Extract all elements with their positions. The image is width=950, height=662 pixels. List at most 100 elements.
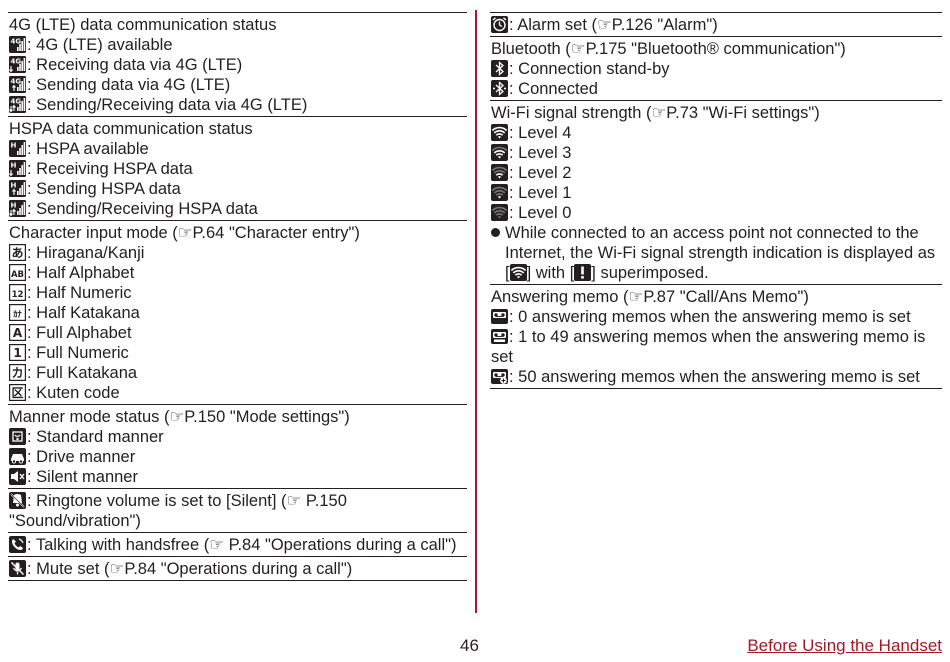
status-description: : 1 to 49 answering memos when the answe… xyxy=(491,328,926,366)
status-description: : HSPA available xyxy=(27,140,149,158)
wifi-level-2-icon xyxy=(491,164,508,181)
hspa-available-row: H: HSPA available xyxy=(9,139,467,159)
svg-text:AB: AB xyxy=(11,270,24,280)
status-description: : Receiving HSPA data xyxy=(27,160,193,178)
hiragana-row: あ: Hiragana/Kanji xyxy=(9,243,467,263)
note-text-3: ] superimposed. xyxy=(591,264,709,282)
right-section: Wi-Fi signal strength (☞P.73 "Wi-Fi sett… xyxy=(490,100,942,284)
half-numeric-icon: 12 xyxy=(9,284,26,301)
svg-text:1: 1 xyxy=(13,346,21,360)
status-description: : Sending data via 4G (LTE) xyxy=(27,76,231,94)
wifi-note: While connected to an access point not c… xyxy=(491,223,942,283)
kuten-code-row: 区 : Kuten code xyxy=(9,383,467,403)
right-section: : Alarm set (☞P.126 "Alarm") xyxy=(490,12,942,36)
full-numeric-row: 1 : Full Numeric xyxy=(9,343,467,363)
hiragana-icon: あ xyxy=(9,244,26,261)
status-description: : Hiragana/Kanji xyxy=(27,244,145,262)
svg-text:4G: 4G xyxy=(11,58,22,66)
ringtone-silent-row: : Ringtone volume is set to [Silent] (☞ … xyxy=(9,491,467,531)
hspa-sending-row: H: Sending HSPA data xyxy=(9,179,467,199)
lte-send-receive-icon: 4G xyxy=(9,96,26,113)
lte-sending-row: 4G : Sending data via 4G (LTE) xyxy=(9,75,467,95)
handsfree-icon xyxy=(9,536,26,553)
lte-receiving-icon: 4G xyxy=(9,56,26,73)
svg-text:ｶﾅ: ｶﾅ xyxy=(13,310,22,320)
standard-manner-icon xyxy=(9,428,26,445)
hspa-available-icon: H xyxy=(9,140,26,157)
section-heading: Character input mode (☞P.64 "Character e… xyxy=(9,224,360,242)
status-description: : Level 0 xyxy=(509,204,572,222)
status-description: : Half Katakana xyxy=(27,304,140,322)
status-description: : Kuten code xyxy=(27,384,120,402)
full-alphabet-icon: A xyxy=(9,324,26,341)
alarm-icon xyxy=(491,16,508,33)
bluetooth-standby-row: : Connection stand-by xyxy=(491,59,942,79)
note-text-2: ] with [ xyxy=(526,264,575,282)
svg-text:カ: カ xyxy=(11,366,23,380)
svg-text:4G: 4G xyxy=(11,78,22,86)
full-numeric-icon: 1 xyxy=(9,344,26,361)
ans-memo-50-row: : 50 answering memos when the answering … xyxy=(491,367,942,387)
exclamation-icon xyxy=(574,264,592,281)
status-description: : Level 3 xyxy=(509,144,572,162)
status-description: : Ringtone volume is set to [Silent] (☞ … xyxy=(9,492,347,530)
left-section: : Ringtone volume is set to [Silent] (☞ … xyxy=(8,488,467,532)
hspa-sending-icon: H xyxy=(9,180,26,197)
status-description: : 0 answering memos when the answering m… xyxy=(509,308,911,326)
half-alphabet-icon: AB xyxy=(9,264,26,281)
half-alphabet-row: AB: Half Alphabet xyxy=(9,263,467,283)
right-section: Answering memo (☞P.87 "Call/Ans Memo") : … xyxy=(490,284,942,389)
wifi-level-1-icon xyxy=(491,184,508,201)
svg-text:H: H xyxy=(11,162,17,170)
section-heading: Answering memo (☞P.87 "Call/Ans Memo") xyxy=(491,288,809,306)
ans-memo-0-row: : 0 answering memos when the answering m… xyxy=(491,307,942,327)
status-description: : Full Alphabet xyxy=(27,324,132,342)
ringtone-silent-icon xyxy=(9,492,26,509)
chapter-link[interactable]: Before Using the Handset xyxy=(747,636,942,655)
wifi-level-4-icon xyxy=(509,264,527,281)
status-description: : 4G (LTE) available xyxy=(27,36,173,54)
wifi-level-2-row: : Level 2 xyxy=(491,163,942,183)
bluetooth-standby-icon xyxy=(491,60,508,77)
wifi-level-0-row: : Level 0 xyxy=(491,203,942,223)
status-description: : Talking with handsfree (☞ P.84 "Operat… xyxy=(27,536,457,554)
svg-text:区: 区 xyxy=(11,386,23,400)
status-description: : Sending/Receiving data via 4G (LTE) xyxy=(27,96,308,114)
full-katakana-row: カ: Full Katakana xyxy=(9,363,467,383)
ans-memo-1-49-row: : 1 to 49 answering memos when the answe… xyxy=(491,327,942,367)
status-description: : Level 2 xyxy=(509,164,572,182)
status-description: : Drive manner xyxy=(27,448,136,466)
svg-text:A: A xyxy=(13,326,23,340)
ans-memo-0-icon xyxy=(491,308,508,325)
half-katakana-icon: ｶﾅ xyxy=(9,304,26,321)
column-divider xyxy=(475,10,477,613)
section-heading: Bluetooth (☞P.175 "Bluetooth® communicat… xyxy=(491,40,846,58)
lte-sending-icon: 4G xyxy=(9,76,26,93)
svg-text:H: H xyxy=(11,182,17,190)
full-alphabet-row: A : Full Alphabet xyxy=(9,323,467,343)
status-description: : Receiving data via 4G (LTE) xyxy=(27,56,243,74)
wifi-level-4-icon xyxy=(491,124,508,141)
status-description: : Standard manner xyxy=(27,428,164,446)
mute-icon xyxy=(9,560,26,577)
lte-available-row: 4G: 4G (LTE) available xyxy=(9,35,467,55)
alarm-row: : Alarm set (☞P.126 "Alarm") xyxy=(491,15,942,35)
left-section: : Mute set (☞P.84 "Operations during a c… xyxy=(8,556,467,581)
svg-text:H: H xyxy=(11,202,17,210)
bluetooth-connected-icon xyxy=(491,80,508,97)
lte-available-icon: 4G xyxy=(9,36,26,53)
ans-memo-50-icon xyxy=(491,368,508,385)
status-description: : Alarm set (☞P.126 "Alarm") xyxy=(509,16,718,34)
full-katakana-icon: カ xyxy=(9,364,26,381)
section-heading: Manner mode status (☞P.150 "Mode setting… xyxy=(9,408,350,426)
left-section: Manner mode status (☞P.150 "Mode setting… xyxy=(8,404,467,488)
status-description: : Connected xyxy=(509,80,598,98)
wifi-level-3-icon xyxy=(491,144,508,161)
half-numeric-row: 12: Half Numeric xyxy=(9,283,467,303)
silent-manner-icon xyxy=(9,468,26,485)
lte-receiving-row: 4G : Receiving data via 4G (LTE) xyxy=(9,55,467,75)
status-description: : Full Numeric xyxy=(27,344,129,362)
